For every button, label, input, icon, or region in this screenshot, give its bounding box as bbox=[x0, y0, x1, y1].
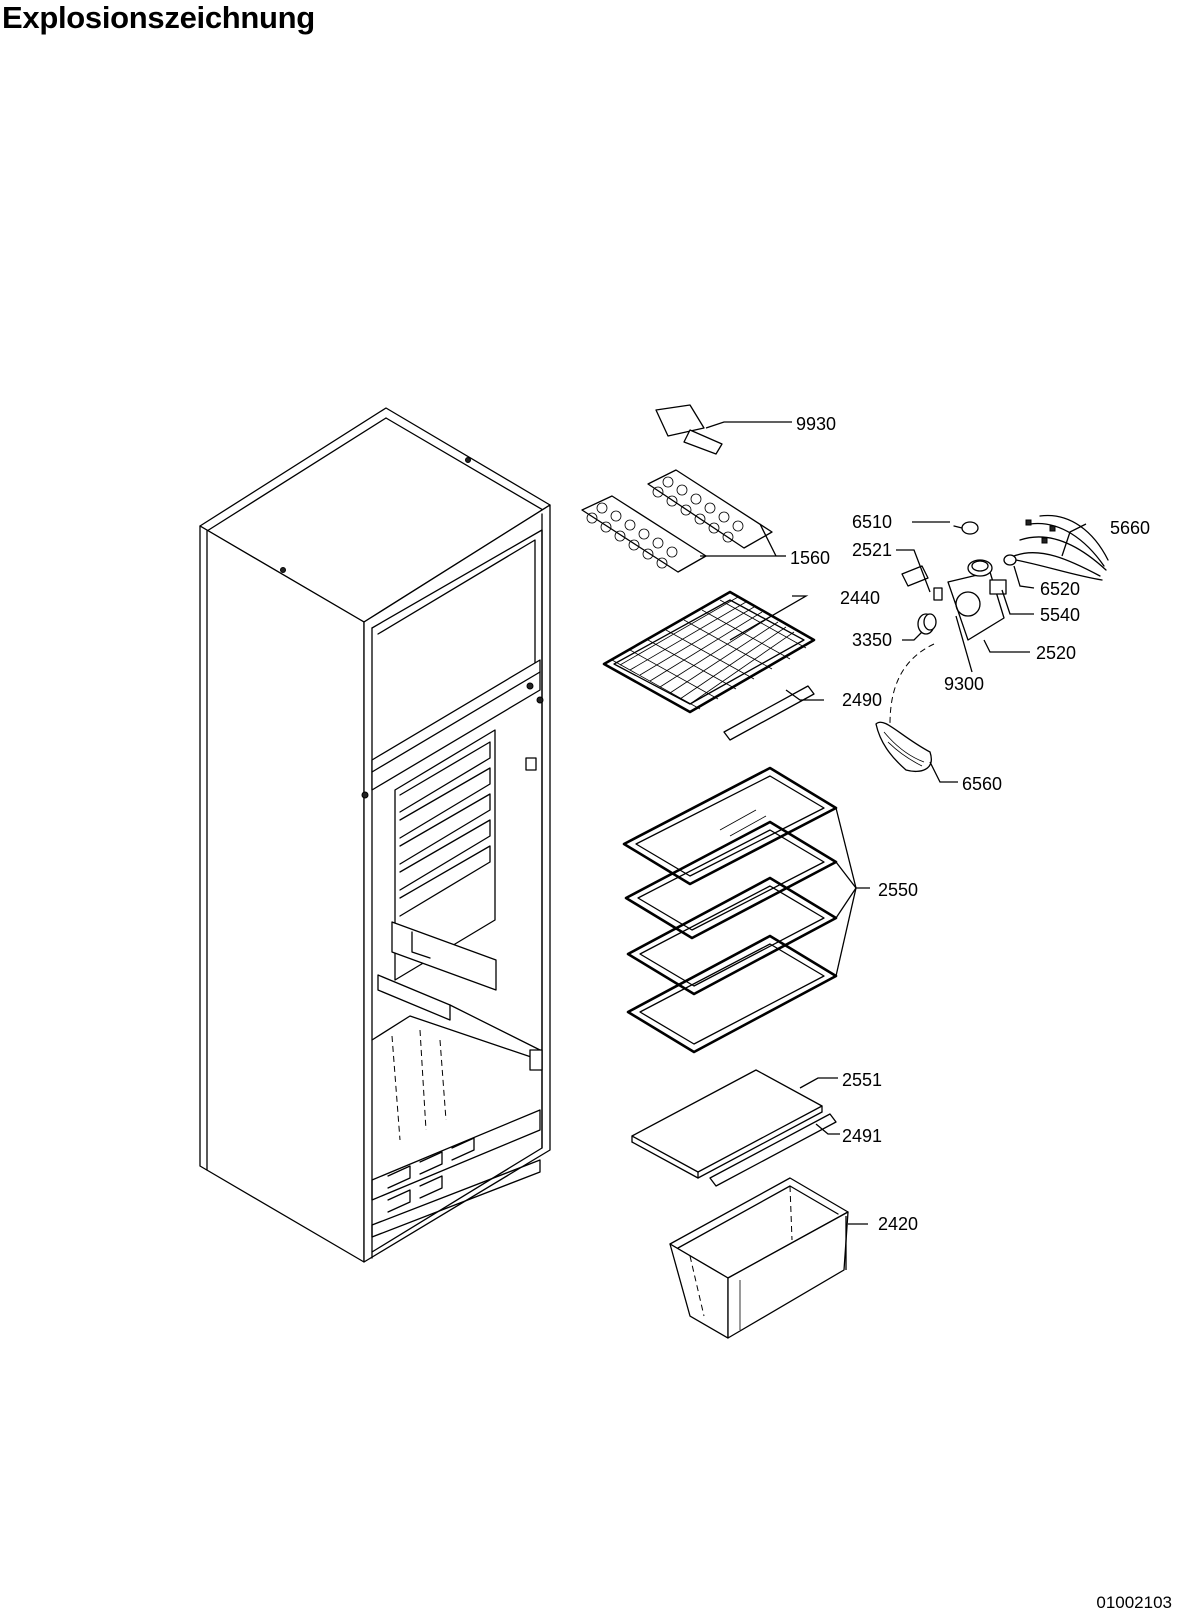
label-5660: 5660 bbox=[1110, 518, 1150, 538]
glass-shelf-2 bbox=[624, 820, 838, 940]
glass-shelf-4 bbox=[626, 934, 838, 1054]
label-2420: 2420 bbox=[878, 1214, 918, 1234]
label-2550: 2550 bbox=[878, 880, 918, 900]
label-2521: 2521 bbox=[852, 540, 892, 560]
label-2440: 2440 bbox=[840, 588, 880, 608]
part-2520-housing bbox=[947, 559, 1005, 641]
part-5540-thermostat bbox=[989, 579, 1007, 595]
part-5660-wiring-harness bbox=[1013, 514, 1109, 581]
page-title: Explosionszeichnung bbox=[2, 0, 315, 35]
part-labels: 9930 1560 6510 2521 5660 6520 5540 2440 … bbox=[790, 414, 1150, 1234]
part-6560-lamp-cover bbox=[875, 643, 935, 773]
label-2491: 2491 bbox=[842, 1126, 882, 1146]
part-2420-crisper-drawer bbox=[669, 1177, 849, 1339]
part-9930-ice-scraper bbox=[655, 404, 723, 455]
label-6520: 6520 bbox=[1040, 579, 1080, 599]
label-1560: 1560 bbox=[790, 548, 830, 568]
label-6510: 6510 bbox=[852, 512, 892, 532]
label-2551: 2551 bbox=[842, 1070, 882, 1090]
label-2490: 2490 bbox=[842, 690, 882, 710]
fridge-cabinet bbox=[199, 407, 551, 1263]
part-6510-lamp bbox=[953, 521, 979, 535]
part-2440-wire-shelf bbox=[602, 590, 816, 714]
part-3350-knob bbox=[917, 613, 937, 635]
part-2490-shelf-trim bbox=[723, 685, 815, 741]
document-number: 01002103 bbox=[1096, 1593, 1172, 1612]
glass-shelf-1 bbox=[622, 766, 838, 886]
part-1560-ice-trays bbox=[581, 469, 773, 573]
glass-shelf-3 bbox=[626, 876, 838, 996]
label-9300: 9300 bbox=[944, 674, 984, 694]
leader-lines bbox=[700, 421, 1087, 1270]
part-2491-front-trim bbox=[709, 1113, 837, 1187]
label-9930: 9930 bbox=[796, 414, 836, 434]
label-3350: 3350 bbox=[852, 630, 892, 650]
label-6560: 6560 bbox=[962, 774, 1002, 794]
part-2550-glass-shelves bbox=[622, 766, 838, 1054]
part-2551-crisper-cover bbox=[631, 1069, 823, 1179]
label-2520: 2520 bbox=[1036, 643, 1076, 663]
label-5540: 5540 bbox=[1040, 605, 1080, 625]
